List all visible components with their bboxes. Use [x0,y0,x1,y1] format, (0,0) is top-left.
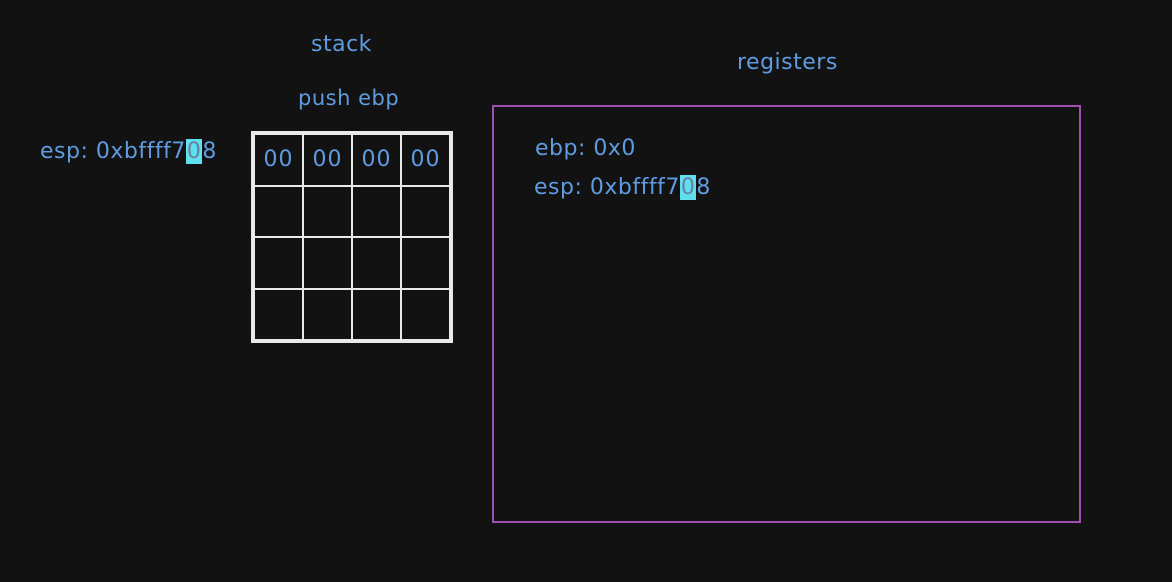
stack-cell [401,288,450,340]
stack-cell [352,288,401,340]
stack-instruction: push ebp [298,86,400,110]
stack-cell [254,237,303,289]
esp-reg-suffix: 8 [696,175,711,200]
stack-cell [254,185,303,237]
stack-grid: 00 00 00 00 [251,131,453,343]
esp-suffix: 8 [202,139,217,164]
stack-cell: 00 [401,134,450,186]
stack-cell [352,237,401,289]
registers-box [492,105,1081,523]
stack-esp-pointer-label: esp: 0xbffff708 [40,139,217,164]
stack-cell [303,237,352,289]
esp-highlight-digit: 0 [185,139,203,164]
ebp-register-value: ebp: 0x0 [535,136,636,161]
stack-cell: 00 [254,134,303,186]
stack-cell [303,185,352,237]
stack-title: stack [311,32,372,57]
esp-reg-prefix: esp: 0xbffff7 [534,175,680,200]
stack-cell [303,288,352,340]
esp-register-value: esp: 0xbffff708 [534,175,711,200]
stack-cell [401,237,450,289]
stack-cell [254,288,303,340]
registers-title: registers [737,50,838,75]
stack-cell: 00 [303,134,352,186]
stack-cell [401,185,450,237]
esp-prefix: esp: 0xbffff7 [40,139,186,164]
stack-cell [352,185,401,237]
esp-reg-highlight-digit: 0 [679,175,697,200]
stack-cell: 00 [352,134,401,186]
